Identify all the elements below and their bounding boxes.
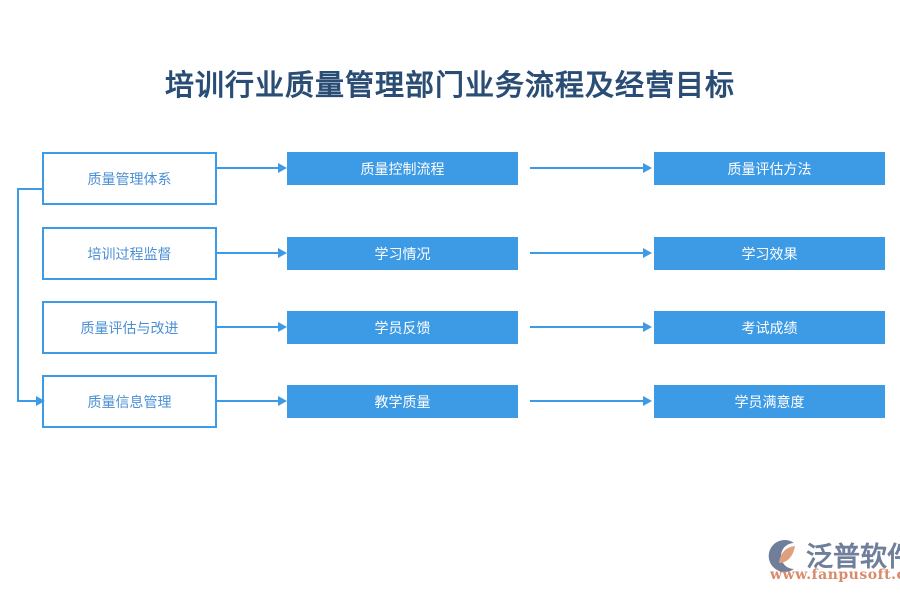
process-node-4-label: 教学质量 — [374, 394, 431, 411]
connector-process4-outcome4 — [530, 400, 644, 402]
arrow-head-process3-outcome3-icon — [643, 322, 652, 332]
stage-node-4-label: 质量信息管理 — [87, 394, 172, 411]
arrow-head-process1-outcome1-icon — [643, 163, 652, 173]
brand-url: www.fanpusoft.com — [770, 567, 900, 583]
process-node-2-label: 学习情况 — [374, 246, 431, 263]
stage-node-3-label: 质量评估与改进 — [80, 320, 179, 337]
stage-node-1[interactable]: 质量管理体系 — [42, 152, 217, 205]
stage-node-2[interactable]: 培训过程监督 — [42, 227, 217, 280]
stage-node-1-label: 质量管理体系 — [87, 171, 172, 188]
connector-stage1-process1 — [217, 167, 279, 169]
outcome-node-3-label: 考试成绩 — [741, 320, 798, 337]
connector-feedback-bottom-segment — [17, 400, 39, 402]
connector-feedback-top-segment — [17, 188, 43, 190]
connector-feedback-vertical-segment — [17, 188, 19, 401]
process-node-1[interactable]: 质量控制流程 — [287, 152, 518, 185]
arrow-head-stage4-process4-icon — [278, 396, 287, 406]
connector-stage3-process3 — [217, 326, 279, 328]
arrow-head-stage3-process3-icon — [278, 322, 287, 332]
process-node-4[interactable]: 教学质量 — [287, 385, 518, 418]
outcome-node-3[interactable]: 考试成绩 — [654, 311, 885, 344]
arrow-head-process4-outcome4-icon — [643, 396, 652, 406]
connector-stage2-process2 — [217, 252, 279, 254]
arrow-head-feedback-to-stage4-icon — [36, 396, 45, 406]
connector-process1-outcome1 — [530, 167, 644, 169]
process-node-2[interactable]: 学习情况 — [287, 237, 518, 270]
arrow-head-stage1-process1-icon — [278, 163, 287, 173]
brand-logo: 泛普软件 www.fanpusoft.com — [764, 534, 900, 588]
outcome-node-4-label: 学员满意度 — [734, 394, 805, 411]
connector-process2-outcome2 — [530, 252, 644, 254]
outcome-node-4[interactable]: 学员满意度 — [654, 385, 885, 418]
stage-node-3[interactable]: 质量评估与改进 — [42, 301, 217, 354]
process-node-3-label: 学员反馈 — [374, 320, 431, 337]
process-node-1-label: 质量控制流程 — [360, 161, 445, 178]
connector-stage4-process4 — [217, 400, 279, 402]
outcome-node-2-label: 学习效果 — [741, 246, 798, 263]
arrow-head-stage2-process2-icon — [278, 248, 287, 258]
process-node-3[interactable]: 学员反馈 — [287, 311, 518, 344]
arrow-head-process2-outcome2-icon — [643, 248, 652, 258]
outcome-node-2[interactable]: 学习效果 — [654, 237, 885, 270]
brand-name: 泛普软件 — [806, 542, 900, 573]
outcome-node-1-label: 质量评估方法 — [727, 161, 812, 178]
outcome-node-1[interactable]: 质量评估方法 — [654, 152, 885, 185]
fanpu-logo-mark-icon — [768, 540, 795, 572]
page-title: 培训行业质量管理部门业务流程及经营目标 — [164, 68, 735, 102]
stage-node-2-label: 培训过程监督 — [87, 246, 172, 263]
stage-node-4[interactable]: 质量信息管理 — [42, 375, 217, 428]
connector-process3-outcome3 — [530, 326, 644, 328]
